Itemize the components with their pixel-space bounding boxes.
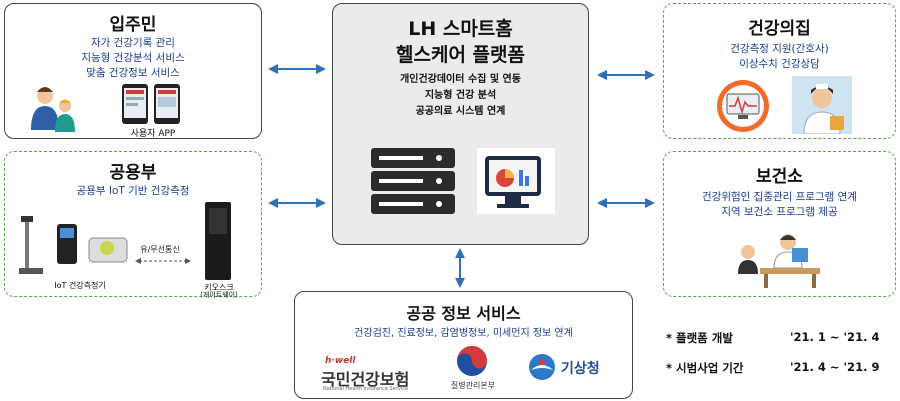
health-center-line-1: 건강위험인 집중관리 프로그램 연계 [702,191,857,203]
platform-box: LH 스마트홈 헬스케어 플랫폼 개인건강데이터 수집 및 연동 지능형 건강 … [332,3,589,245]
phone-app-icon [122,84,180,124]
platform-title-2: 헬스케어 플랫폼 [396,44,525,66]
kma-logo-icon [529,354,555,380]
resident-line-1: 자가 건강기록 관리 [91,37,175,49]
schedule-label-1: * 플랫폼 개발 [666,331,733,345]
analytics-icon [477,148,555,214]
app-label: 사용자 APP [130,129,176,139]
kiosk-icon [205,202,231,280]
health-center-title: 보건소 [756,167,803,187]
health-house-title: 건강의집 [748,19,811,39]
comm-link-arrow [135,258,191,264]
arrow-resident-platform [268,64,326,74]
nhis-logo-sub: National Health Insurance Service [323,386,409,392]
health-center-line-2: 지역 보건소 프로그램 제공 [721,206,838,218]
public-unit-title: 공용부 [109,163,157,183]
kdca-logo-icon [457,346,487,376]
platform-line-1: 개인건강데이터 수집 및 연동 [400,74,521,85]
family-icon [31,87,75,132]
arrow-public-unit-platform [268,198,326,208]
nurse-icon [792,76,852,134]
health-house-line-2: 이상수치 건강상담 [739,58,820,70]
public-info-box: 공공 정보 서비스 건강검진, 진료정보, 감염병정보, 미세먼지 정보 연계 … [294,291,633,399]
public-info-title: 공공 정보 서비스 [406,304,521,323]
health-center-box: 보건소 건강위험인 집중관리 프로그램 연계 지역 보건소 프로그램 제공 [663,151,896,297]
kdca-logo-text: 질병관리본부 [450,381,496,390]
arrow-platform-public-info [455,248,465,288]
health-monitor-icon [717,80,769,132]
public-info-subtitle: 건강검진, 진료정보, 감염병정보, 미세먼지 정보 연계 [354,328,573,339]
resident-title: 입주민 [109,15,157,35]
nhis-logo: 국민건강보험 [321,370,410,389]
kiosk-label: 키오스크 [204,283,234,292]
platform-line-2: 지능형 건강 분석 [424,90,497,101]
arrow-platform-health-center [597,198,655,208]
kiosk-sub-label: (게이트웨이) [200,291,238,299]
platform-title-1: LH 스마트홈 [408,18,513,40]
public-unit-subtitle: 공용부 IoT 기반 건강측정 [76,185,190,197]
arrow-platform-health-house [597,70,655,80]
platform-line-3: 공공의료 시스템 연계 [415,106,506,117]
resident-box: 입주민 자가 건강기록 관리 지능형 건강분석 서비스 맞춤 건강정보 서비스 … [4,3,262,139]
resident-line-2: 지능형 건강분석 서비스 [81,52,185,64]
resident-line-3: 맞춤 건강정보 서비스 [86,67,180,79]
server-icon [371,148,455,214]
comm-link-label: 유/무선통신 [140,245,180,254]
schedule-period-2: '21. 4 ~ '21. 9 [790,360,880,374]
nhis-logo-small: h·well [325,356,356,366]
health-house-line-1: 건강측정 지원(간호사) [730,43,829,55]
health-house-box: 건강의집 건강측정 지원(간호사) 이상수치 건강상담 [663,3,896,139]
schedule-label-2: * 시범사업 기간 [666,361,744,375]
health-measure-devices-icon [19,216,128,274]
schedule-period-1: '21. 1 ~ '21. 4 [790,330,880,344]
kma-logo-text: 기상청 [561,361,600,377]
public-unit-box: 공용부 공용부 IoT 기반 건강측정 IoT 건강측정기 유/무선통신 키오스… [4,151,262,299]
iot-device-label: IoT 건강측정기 [54,281,106,290]
consultation-icon [738,234,820,288]
